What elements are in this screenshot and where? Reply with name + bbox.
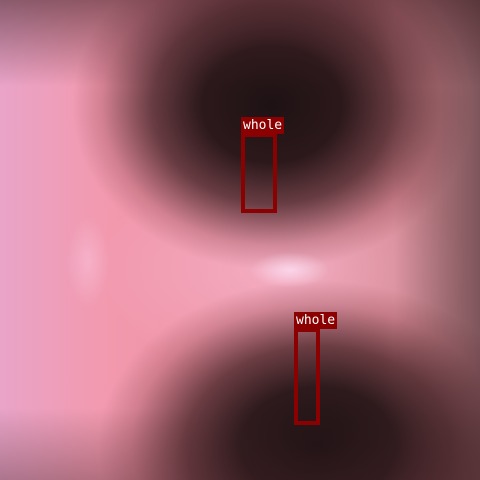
detection-label-2: whole <box>294 312 338 329</box>
detection-label-1: whole <box>241 117 285 134</box>
detection-box-2 <box>294 328 320 425</box>
detection-box-1 <box>241 133 277 213</box>
